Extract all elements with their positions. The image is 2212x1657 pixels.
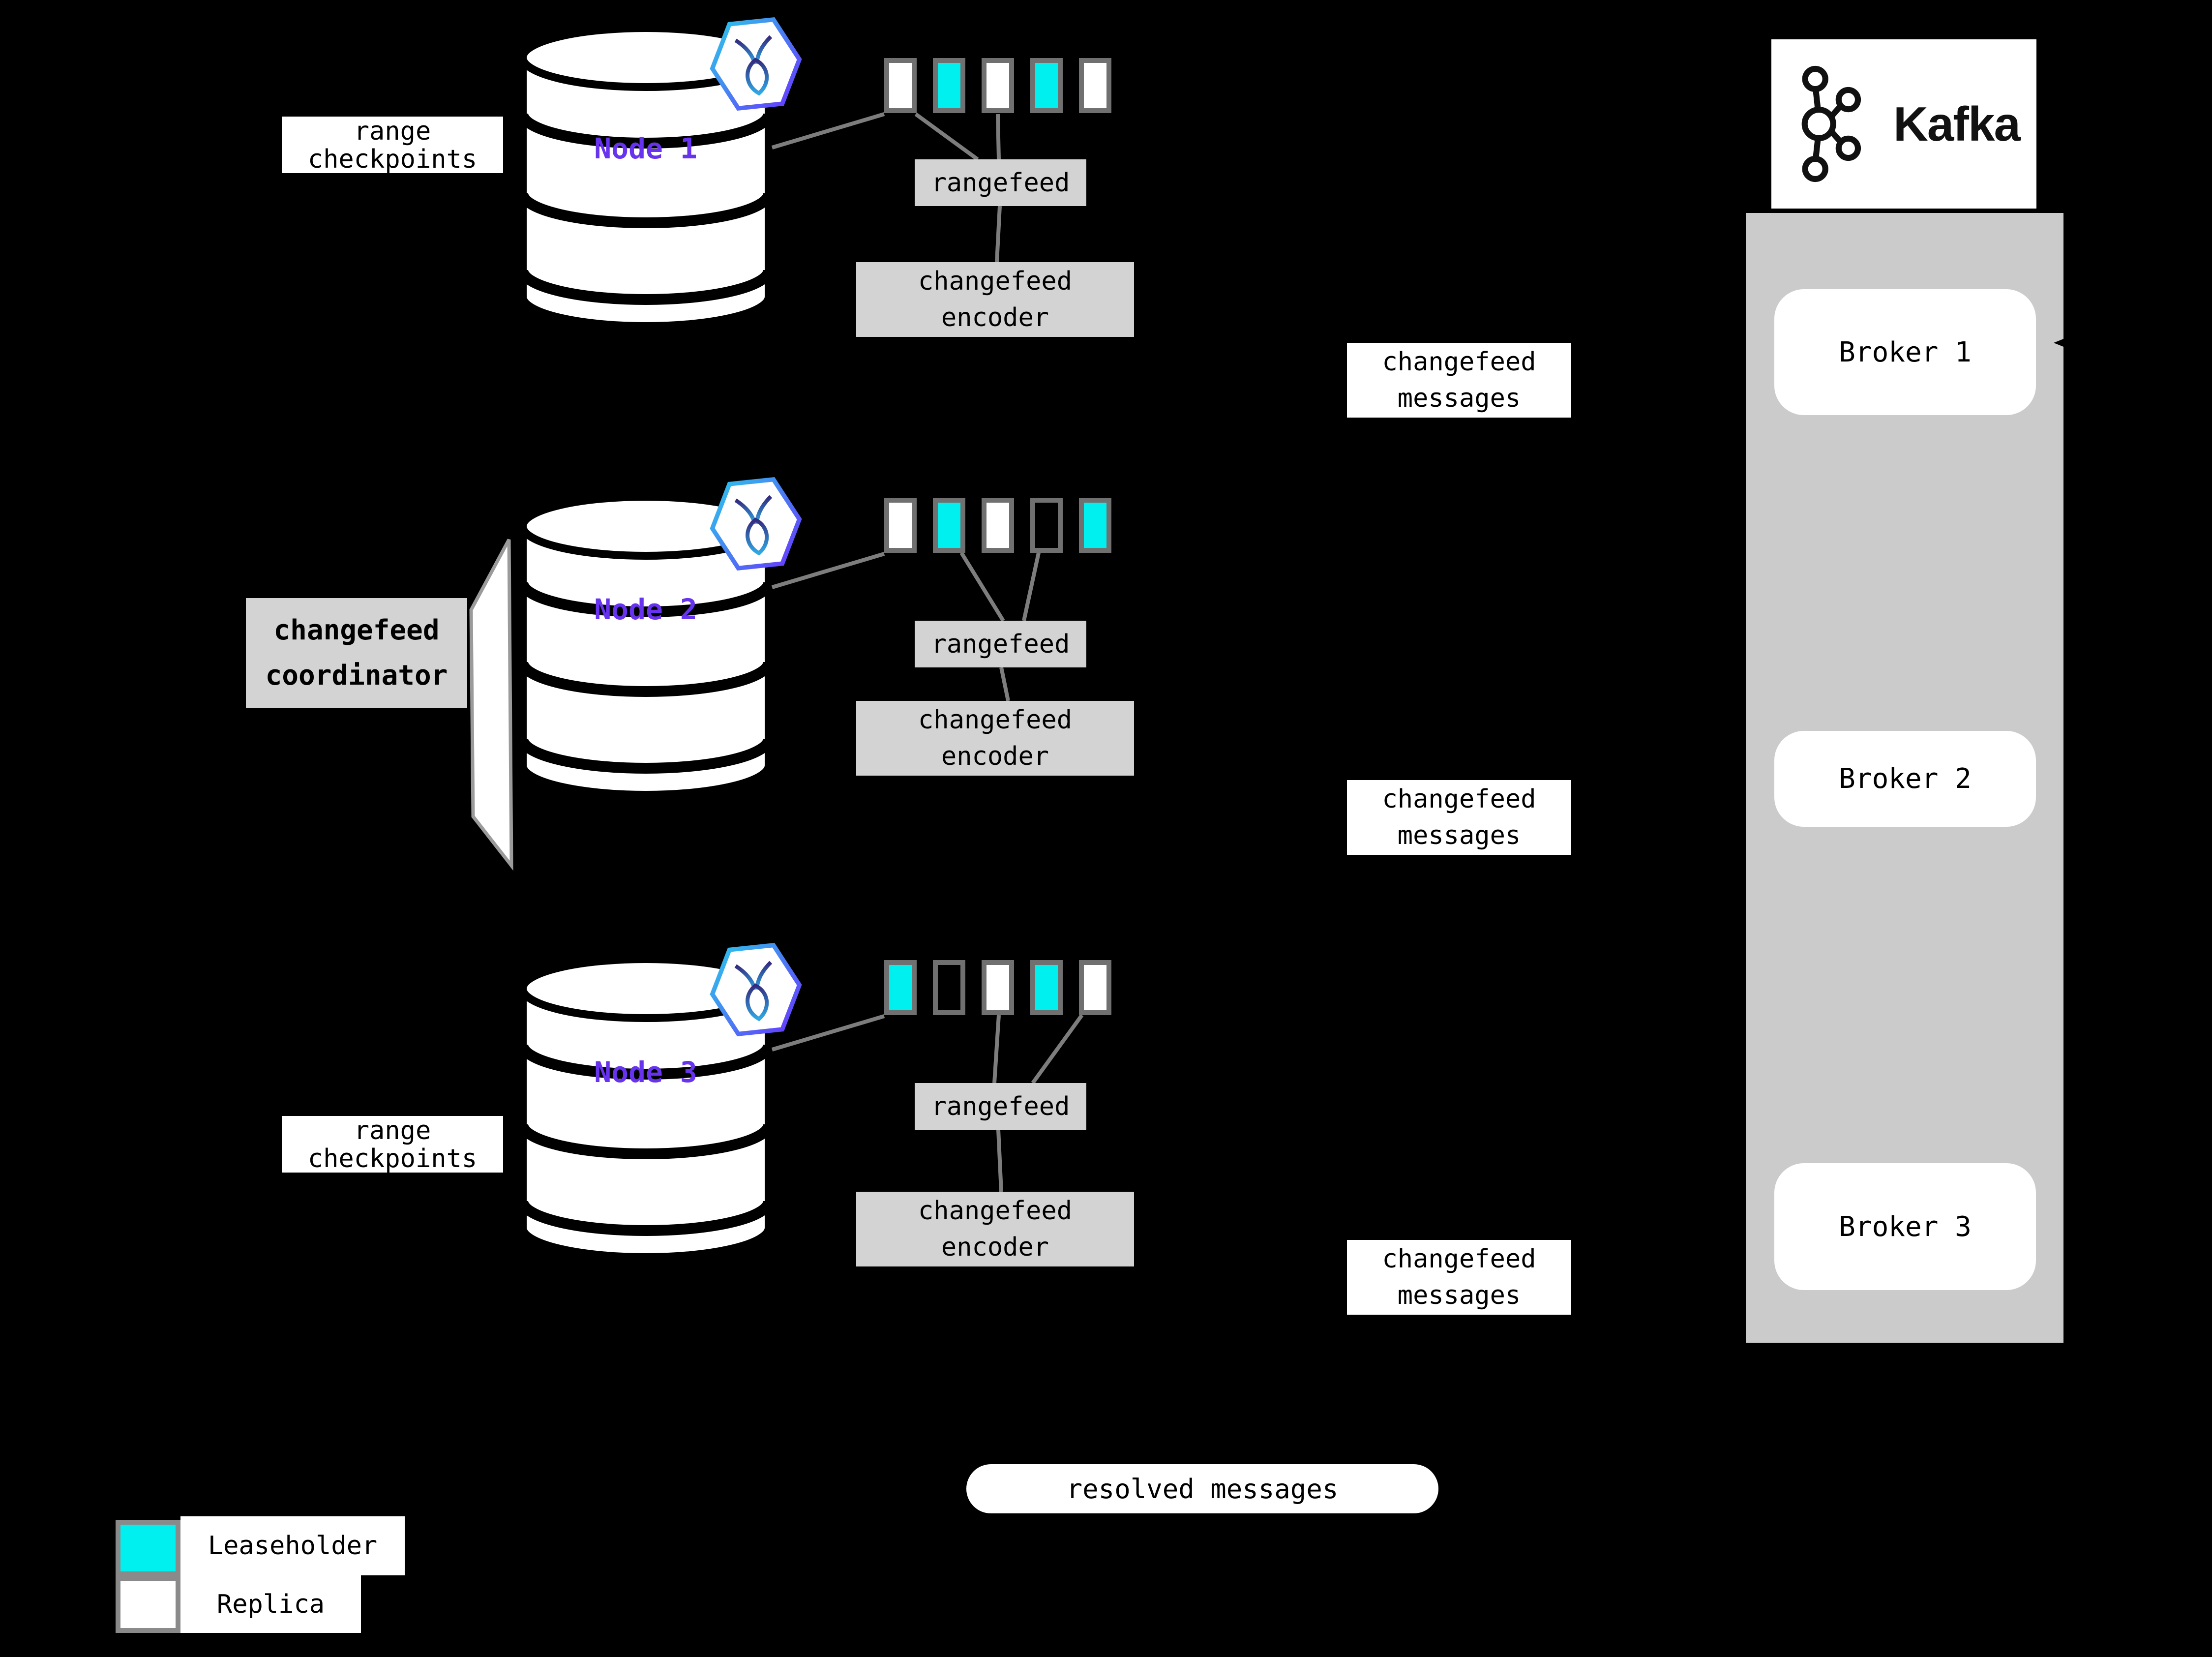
node2-range-squares bbox=[884, 498, 1111, 553]
legend-replica-swatch bbox=[116, 1576, 180, 1633]
range-square bbox=[933, 960, 965, 1015]
range-square bbox=[1079, 960, 1111, 1015]
range-square bbox=[884, 498, 917, 553]
node3-label: Node 3 bbox=[594, 1055, 697, 1089]
kafka-broker-container: Broker 1 Broker 2 Broker 3 bbox=[1746, 213, 2063, 1343]
range-square bbox=[884, 960, 917, 1015]
rangefeed-box-node1: rangefeed bbox=[915, 159, 1086, 206]
changefeed-messages-label-1: changefeed messages bbox=[1347, 343, 1571, 418]
rangefeed-box-node2: rangefeed bbox=[915, 621, 1086, 667]
connector-lines bbox=[771, 112, 1084, 1192]
range-square bbox=[1030, 498, 1063, 553]
node1-range-squares bbox=[884, 58, 1111, 113]
broker-1-box: Broker 1 bbox=[1774, 289, 2036, 415]
range-checkpoints-label-node1: range checkpoints bbox=[282, 117, 503, 173]
changefeed-encoder-box-node2: changefeed encoder bbox=[856, 701, 1134, 776]
broker-3-box: Broker 3 bbox=[1774, 1163, 2036, 1290]
changefeed-messages-label-3: changefeed messages bbox=[1347, 1240, 1571, 1315]
coordinator-flag-callout bbox=[469, 539, 513, 871]
kafka-logo-icon bbox=[1801, 65, 1861, 182]
changefeed-coordinator-box: changefeed coordinator bbox=[246, 598, 467, 708]
changefeed-encoder-box-node3: changefeed encoder bbox=[856, 1192, 1134, 1266]
range-square bbox=[1030, 58, 1063, 113]
range-square bbox=[1030, 960, 1063, 1015]
range-square bbox=[1079, 58, 1111, 113]
range-square bbox=[982, 960, 1014, 1015]
range-square bbox=[933, 58, 965, 113]
node2-label: Node 2 bbox=[594, 593, 697, 626]
range-checkpoints-label-node3: range checkpoints bbox=[282, 1116, 503, 1173]
incoming-arrowhead-icon bbox=[2054, 337, 2068, 349]
kafka-panel: Kafka bbox=[1771, 39, 2036, 209]
range-square bbox=[982, 58, 1014, 113]
range-square bbox=[884, 58, 917, 113]
legend-leaseholder-swatch bbox=[116, 1520, 180, 1576]
node1-label: Node 1 bbox=[594, 132, 697, 165]
resolved-messages-pill: resolved messages bbox=[966, 1464, 1438, 1513]
range-square bbox=[982, 498, 1014, 553]
broker-2-box: Broker 2 bbox=[1774, 731, 2036, 827]
legend-leaseholder-label: Leaseholder bbox=[180, 1516, 405, 1575]
rangefeed-box-node3: rangefeed bbox=[915, 1083, 1086, 1130]
range-square bbox=[933, 498, 965, 553]
legend-replica-label: Replica bbox=[180, 1575, 361, 1633]
kafka-title: Kafka bbox=[1893, 96, 2021, 151]
node3-range-squares bbox=[884, 960, 1111, 1015]
range-square bbox=[1079, 498, 1111, 553]
changefeed-messages-label-2: changefeed messages bbox=[1347, 780, 1571, 855]
changefeed-encoder-box-node1: changefeed encoder bbox=[856, 262, 1134, 337]
